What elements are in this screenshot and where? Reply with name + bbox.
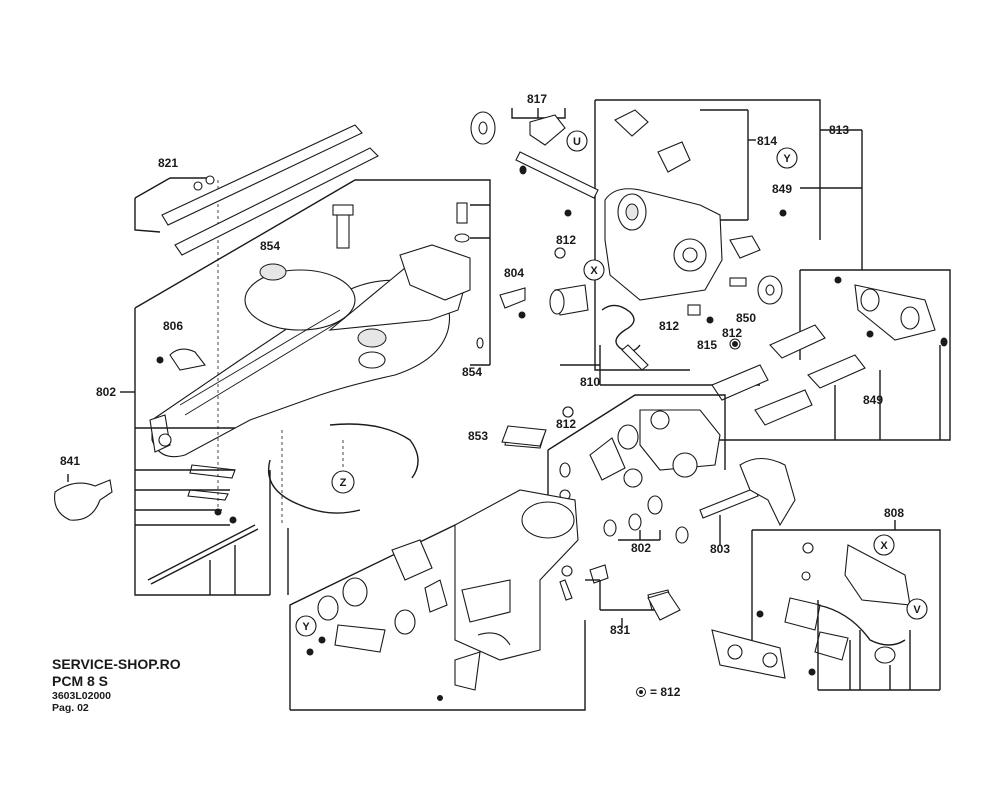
rail-821: [134, 124, 379, 256]
callout-853: 853: [468, 429, 488, 443]
callout-812-mid: 812: [659, 319, 679, 333]
callout-806: 806: [163, 319, 183, 333]
footer-block: SERVICE-SHOP.RO PCM 8 S 3603L02000 Pag. …: [52, 657, 181, 714]
callout-812-arm: 812: [556, 417, 576, 431]
page-number: Pag. 02: [52, 701, 89, 714]
callout-803: 803: [710, 542, 730, 556]
tube-frame: [700, 269, 951, 441]
letter-u-marker: U: [573, 136, 581, 148]
model-name: PCM 8 S: [52, 673, 109, 689]
callout-812-top: 812: [556, 233, 576, 247]
callout-804: 804: [504, 266, 524, 280]
callouts: 817 821 814 813 849 849 854 854 804 806 …: [60, 92, 904, 637]
callout-813: 813: [829, 123, 849, 137]
callout-854-bottom: 854: [462, 365, 482, 379]
letter-y-marker: Y: [783, 153, 791, 165]
callout-854-top: 854: [260, 239, 280, 253]
letter-x-marker: X: [590, 265, 598, 277]
letter-v-marker: V: [913, 604, 921, 616]
base-group: Z: [120, 179, 491, 596]
callout-850: 850: [736, 311, 756, 325]
legend-812: = 812: [636, 685, 680, 699]
letter-z-marker: Z: [340, 477, 347, 489]
callout-821: 821: [158, 156, 178, 170]
site-name: SERVICE-SHOP.RO: [52, 656, 181, 672]
callout-815: 815: [697, 338, 717, 352]
callout-808: 808: [884, 506, 904, 520]
knob-831: [621, 591, 681, 628]
callout-849-top: 849: [772, 182, 792, 196]
label-plate-853: [501, 425, 547, 447]
base-bolts: [156, 202, 526, 371]
callout-814: 814: [757, 134, 777, 148]
part-number: 3603L02000: [52, 690, 111, 702]
callout-802-left: 802: [96, 385, 116, 399]
callout-812-right: 812: [722, 326, 742, 340]
circle-dot-icon: [636, 687, 646, 697]
legend-text: = 812: [650, 685, 681, 699]
callout-849-right: 849: [863, 393, 883, 407]
letter-y2-marker: Y: [302, 621, 310, 633]
switch-assembly: X V: [711, 520, 941, 691]
callout-841: 841: [60, 454, 80, 468]
letter-x2-marker: X: [880, 540, 888, 552]
slide-housing: Y: [289, 489, 673, 711]
knob-841: [54, 474, 113, 521]
callout-802-center: 802: [631, 541, 651, 555]
callout-831: 831: [610, 623, 630, 637]
callout-817: 817: [527, 92, 547, 106]
callout-810: 810: [580, 375, 600, 389]
